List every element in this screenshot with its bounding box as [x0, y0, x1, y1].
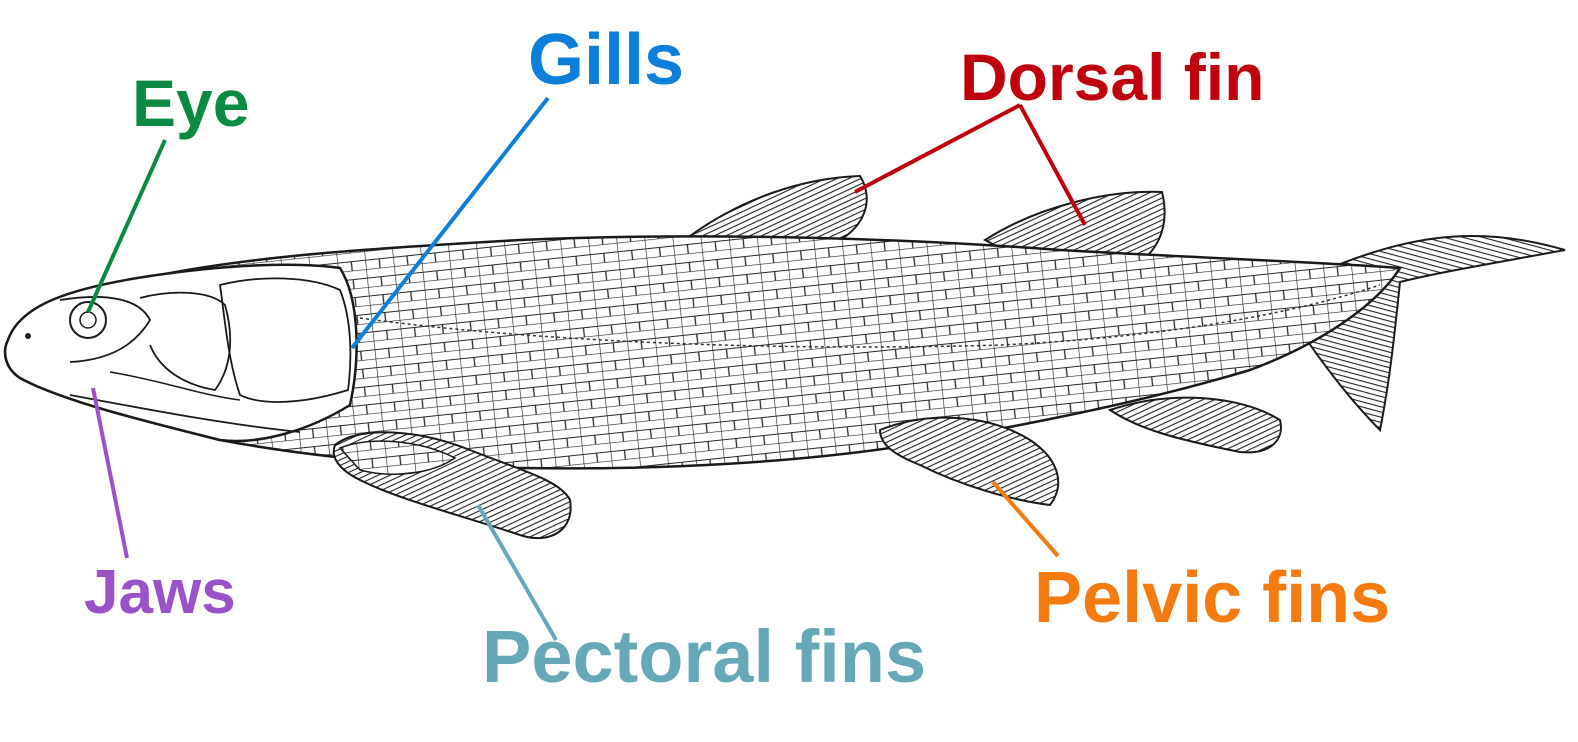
pelvic-fin-drawing	[878, 416, 1060, 507]
anal-fin	[1107, 396, 1282, 454]
dorsal-leader-line-front	[854, 103, 1021, 194]
label-eye: Eye	[132, 66, 250, 140]
gills-leader-line	[350, 96, 550, 350]
label-jaws: Jaws	[84, 558, 236, 627]
eye-drawing	[69, 301, 107, 339]
fish-body	[3, 235, 1403, 470]
dorsal-leader-line-rear	[1018, 104, 1087, 226]
eye-leader-line	[86, 139, 167, 313]
label-pelvic-fins: Pelvic fins	[1034, 558, 1391, 638]
pelvic-leader-line	[991, 480, 1060, 558]
pectoral-leader-line	[476, 503, 558, 642]
nostril	[25, 333, 31, 339]
lateral-line	[359, 284, 1381, 348]
jaws-leader-line	[91, 387, 129, 559]
label-gills: Gills	[528, 20, 685, 100]
label-pectoral-fins: Pectoral fins	[482, 615, 927, 698]
label-dorsal-fin: Dorsal fin	[960, 40, 1265, 114]
